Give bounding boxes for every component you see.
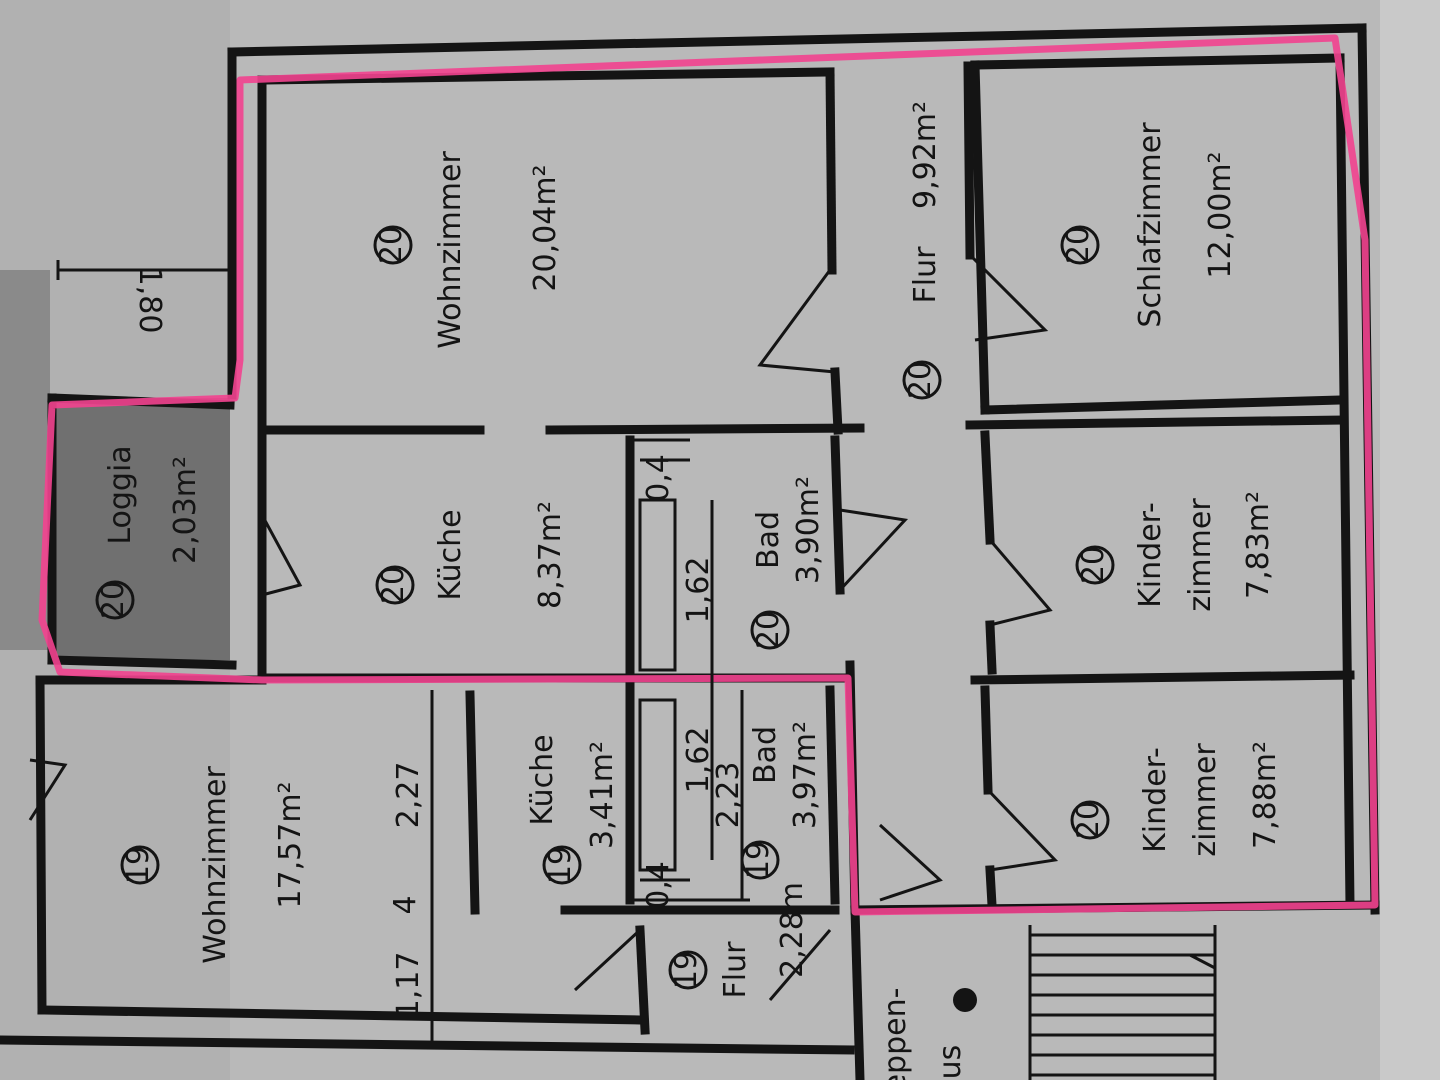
stair-label-a: eppen- — [878, 988, 913, 1080]
room-area: 2,03m² — [168, 456, 203, 564]
dim-bad19-gap: 0,4 — [641, 861, 676, 909]
room-unit-number: 20 — [1071, 801, 1106, 839]
dim-bad20-width: 1,62 — [681, 557, 716, 624]
room-name: Kinder- — [1133, 502, 1168, 608]
room-name: Wohnzimmer — [198, 766, 233, 964]
room-unit-number: 20 — [751, 611, 786, 649]
room-name: Flur — [718, 941, 753, 999]
room-name: Loggia — [103, 445, 138, 544]
room-name: Kinder- — [1138, 747, 1173, 853]
bath-fixtures — [630, 438, 750, 902]
room-unit-number: 19 — [121, 846, 156, 884]
room-loggia-20: 20 Loggia 2,03m² — [95, 445, 203, 620]
room-bad-19: Bad 3,97m² 19 — [740, 721, 823, 880]
room-area: 3,41m² — [585, 741, 620, 849]
room-unit-number: 20 — [1061, 226, 1096, 264]
room-area: 17,57m² — [273, 781, 308, 908]
dim-wz19-a: 2,27 — [391, 762, 426, 829]
room-kueche-19: 19 Küche 3,41m² — [525, 734, 620, 885]
room-kueche-20: 20 Küche 8,37m² — [375, 501, 568, 609]
room-unit-number: 19 — [543, 846, 578, 884]
room-unit-number: 20 — [1076, 546, 1111, 584]
stair-label-b: us — [933, 1045, 968, 1080]
room-name: Bad — [748, 726, 783, 784]
unit-20-highlight — [38, 34, 1379, 916]
room-name-2: zimmer — [1188, 743, 1223, 857]
room-name: Bad — [751, 511, 786, 569]
dim-wz19-b: 4 — [388, 895, 423, 914]
stairs — [1028, 925, 1217, 1080]
room-name: Flur — [908, 246, 943, 304]
room-area: 2,28m — [775, 882, 810, 978]
stair-marker-icon — [953, 988, 977, 1012]
room-unit-number: 19 — [741, 841, 776, 879]
room-name: Schlafzimmer — [1133, 122, 1168, 328]
room-area: 3,97m² — [788, 721, 823, 829]
room-area: 20,04m² — [528, 164, 563, 291]
room-wohnzimmer-20: 20 Wohnzimmer 20,04m² — [373, 151, 563, 349]
room-unit-number: 20 — [376, 566, 411, 604]
room-unit-number: 20 — [96, 581, 131, 619]
loggia-hatching — [52, 398, 230, 660]
room-area: 12,00m² — [1203, 151, 1238, 278]
room-area: 8,37m² — [533, 501, 568, 609]
room-name: Küche — [525, 734, 560, 825]
room-wohnzimmer-19: 19 Wohnzimmer 17,57m² — [120, 766, 308, 964]
room-flur-20: Flur 9,92m² 20 — [902, 101, 943, 400]
room-schlafzimmer-20: 20 Schlafzimmer 12,00m² — [1060, 122, 1238, 328]
room-unit-number: 19 — [669, 951, 704, 989]
room-kinderzimmer-20b: 20 Kinder- zimmer 7,88m² — [1070, 741, 1283, 857]
room-area: 7,88m² — [1248, 741, 1283, 849]
walls — [0, 23, 1380, 1080]
room-area: 7,83m² — [1241, 491, 1276, 599]
room-kinderzimmer-20a: 20 Kinder- zimmer 7,83m² — [1075, 491, 1276, 612]
room-name: Wohnzimmer — [433, 151, 468, 349]
dim-bad19-len: 2,23 — [711, 762, 746, 829]
room-name: Küche — [433, 509, 468, 600]
room-unit-number: 20 — [903, 361, 938, 399]
dim-wz19-c: 1,17 — [391, 952, 426, 1019]
stairwell-label: eppen- us — [878, 988, 968, 1080]
dim-bad19-width: 1,62 — [681, 727, 716, 794]
room-flur-19: 19 Flur 2,28m — [668, 882, 810, 999]
dim-loggia-depth: 1,80 — [132, 267, 167, 334]
dimension-labels: 1,80 1,62 0,4 1,62 2,23 0,4 2,27 4 1,17 — [132, 267, 746, 1019]
room-area: 3,90m² — [791, 476, 826, 584]
door-swings — [28, 253, 1059, 1001]
dim-bad20-gap: 0,4 — [641, 454, 676, 502]
room-area: 9,92m² — [908, 101, 943, 209]
dimension-lines — [56, 260, 744, 1045]
room-bad-20: Bad 3,90m² 20 — [750, 476, 826, 650]
room-name-2: zimmer — [1183, 498, 1218, 612]
room-unit-number: 20 — [374, 226, 409, 264]
